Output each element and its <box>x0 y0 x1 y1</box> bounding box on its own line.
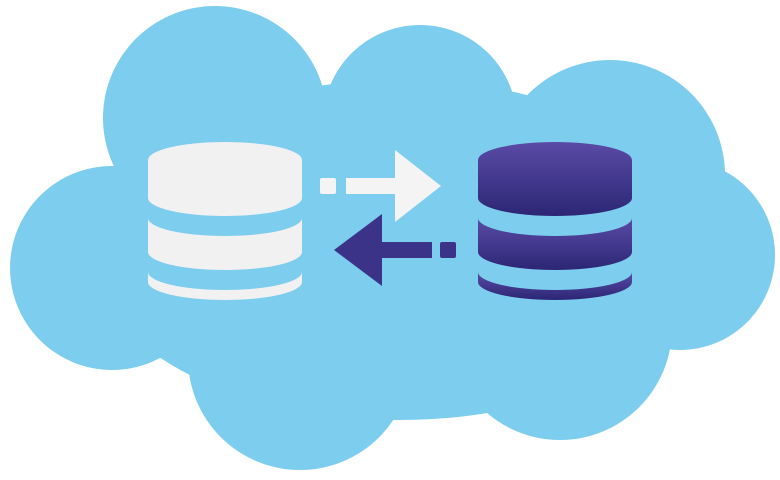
target-database-icon <box>478 142 632 300</box>
arrow-right-icon <box>320 150 441 222</box>
source-database-icon <box>148 142 302 300</box>
arrow-left-icon <box>334 214 456 286</box>
cloud-icon <box>10 6 775 470</box>
